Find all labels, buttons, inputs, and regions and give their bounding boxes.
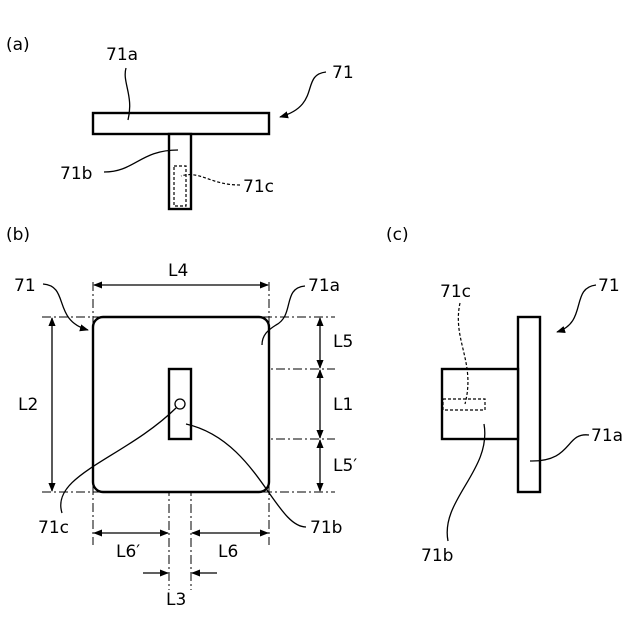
flange-71a bbox=[518, 317, 540, 492]
stem-71b bbox=[442, 369, 518, 439]
hole-label: 71c bbox=[440, 282, 471, 302]
dim-L5: L5 bbox=[333, 332, 353, 352]
flange-71a bbox=[93, 113, 269, 134]
stem-71b bbox=[169, 369, 191, 439]
dim-L4: L4 bbox=[168, 261, 188, 281]
dim-L5p: L5′ bbox=[333, 456, 357, 476]
hole-label: 71c bbox=[243, 177, 274, 197]
flange-label: 71a bbox=[106, 45, 138, 65]
stem-leader bbox=[447, 424, 485, 541]
view-b: (b) L4 L2 L5 L1 L5′ L6′ L6 bbox=[6, 225, 357, 610]
stem-leader bbox=[104, 150, 178, 172]
stem-label: 71b bbox=[60, 164, 92, 184]
part-arrow bbox=[43, 284, 88, 330]
view-c: (c) 71 71c 71a 71b bbox=[386, 225, 623, 566]
dim-L6p: L6′ bbox=[116, 542, 140, 562]
dim-L6: L6 bbox=[218, 542, 238, 562]
view-a-label: (a) bbox=[6, 35, 30, 55]
part-arrow bbox=[557, 285, 596, 332]
flange-label: 71a bbox=[591, 426, 623, 446]
part-label: 71 bbox=[598, 276, 620, 296]
stem-label: 71b bbox=[310, 518, 342, 538]
stem-71b bbox=[169, 134, 191, 209]
flange-label: 71a bbox=[308, 276, 340, 296]
part-label: 71 bbox=[332, 63, 354, 83]
hole-label: 71c bbox=[38, 518, 69, 538]
part-arrow bbox=[280, 72, 326, 117]
dim-L2: L2 bbox=[18, 395, 38, 415]
view-c-label: (c) bbox=[386, 225, 409, 245]
view-b-label: (b) bbox=[6, 225, 30, 245]
stem-label: 71b bbox=[421, 546, 453, 566]
dim-L3: L3 bbox=[166, 590, 186, 610]
part-label: 71 bbox=[14, 276, 36, 296]
view-a: (a) 71a 71 71b 71c bbox=[6, 35, 354, 209]
dim-L1: L1 bbox=[333, 395, 353, 415]
